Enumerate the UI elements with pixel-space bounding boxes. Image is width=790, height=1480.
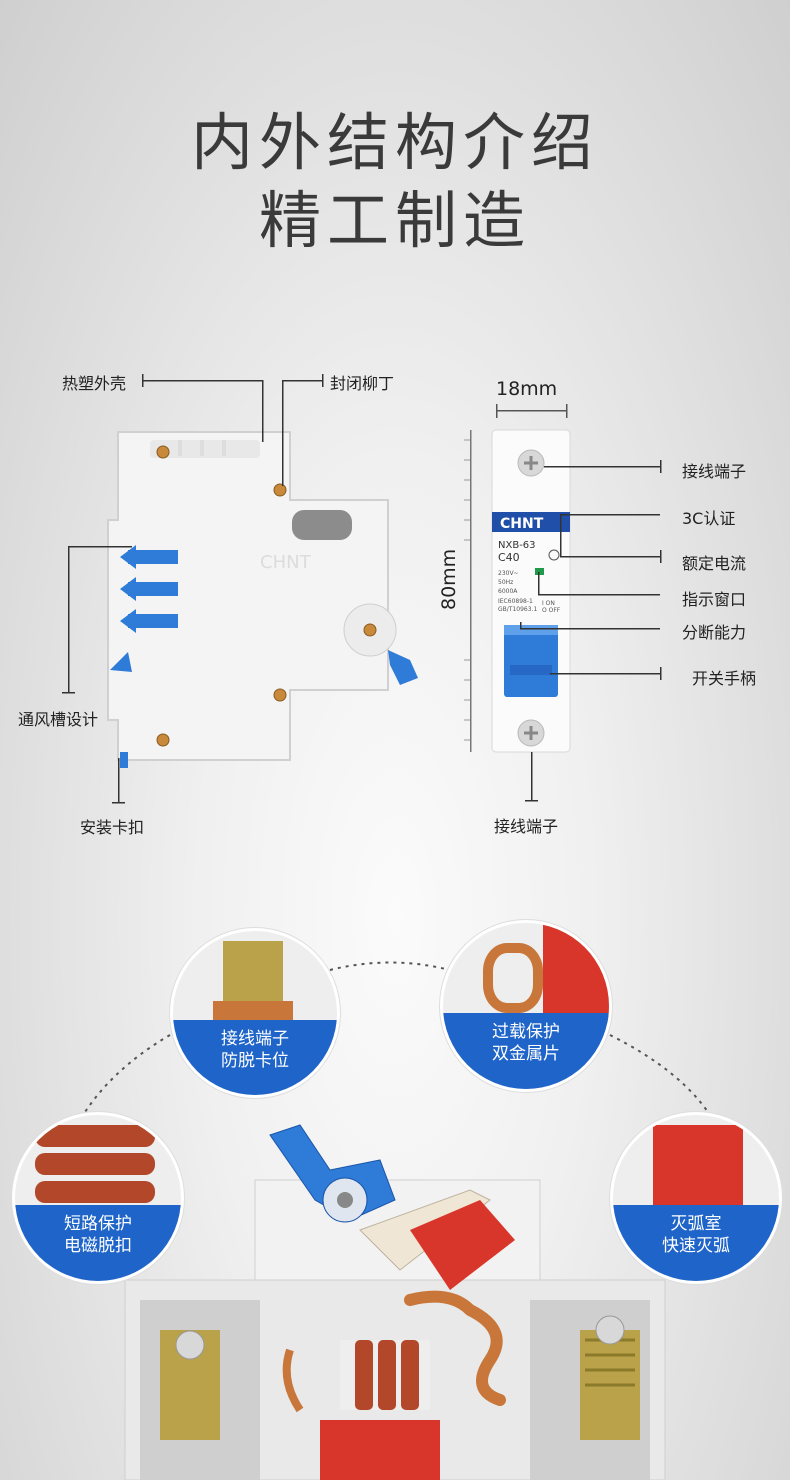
front-brand: CHNT	[500, 516, 544, 532]
detail-overload-line1: 过载保护	[492, 1021, 560, 1042]
front-model: NXB-63	[498, 540, 536, 551]
spec-voltage: 230V~	[498, 570, 519, 577]
internal-structure	[79, 961, 711, 1480]
label-breaking: 分断能力	[682, 623, 747, 642]
label-clip: 安装卡扣	[80, 818, 145, 837]
detail-terminal: 接线端子防脱卡位	[170, 928, 340, 1098]
front-view-breaker: CHNT NXB-63 C40 230V~ 50Hz 6000A IEC6089…	[464, 404, 662, 802]
brand-emboss: CHNT	[260, 552, 312, 573]
label-vent: 通风槽设计	[18, 710, 99, 729]
detail-overload: 过载保护双金属片	[440, 920, 612, 1092]
on-label: I ON	[542, 600, 555, 607]
detail-arc-line1: 灭弧室	[670, 1213, 722, 1234]
page-title: 内外结构介绍	[190, 106, 599, 179]
label-rivet: 封闭柳丁	[330, 374, 395, 393]
side-view-breaker: CHNT	[62, 374, 418, 804]
std-gb: GB/T10963.1	[498, 606, 537, 613]
label-terminal-top: 接线端子	[682, 462, 747, 481]
detail-short-line1: 短路保护	[64, 1213, 132, 1234]
off-label: O OFF	[542, 607, 561, 614]
detail-overload-line2: 双金属片	[492, 1043, 560, 1064]
detail-short-line2: 电磁脱扣	[64, 1235, 132, 1256]
detail-arc-line2: 快速灭弧	[662, 1235, 730, 1256]
spec-breaking: 6000A	[498, 588, 518, 595]
label-cert: 3C认证	[682, 509, 736, 528]
page-subtitle: 精工制造	[258, 184, 531, 257]
detail-short-circuit: 短路保护电磁脱扣	[12, 1112, 184, 1284]
detail-terminal-line1: 接线端子	[221, 1028, 289, 1049]
label-terminal-bottom: 接线端子	[494, 817, 559, 836]
spec-frequency: 50Hz	[498, 579, 513, 586]
detail-terminal-line2: 防脱卡位	[221, 1050, 289, 1071]
label-rated-current: 额定电流	[682, 554, 747, 573]
label-indicator: 指示窗口	[682, 590, 747, 609]
width-dimension: 18mm	[496, 378, 558, 400]
std-iec: IEC60898-1	[498, 598, 533, 605]
front-rating: C40	[498, 551, 520, 564]
label-shell: 热塑外壳	[62, 374, 127, 393]
detail-arc-chamber: 灭弧室快速灭弧	[610, 1112, 782, 1284]
label-handle: 开关手柄	[692, 669, 757, 688]
height-dimension: 80mm	[438, 548, 460, 610]
